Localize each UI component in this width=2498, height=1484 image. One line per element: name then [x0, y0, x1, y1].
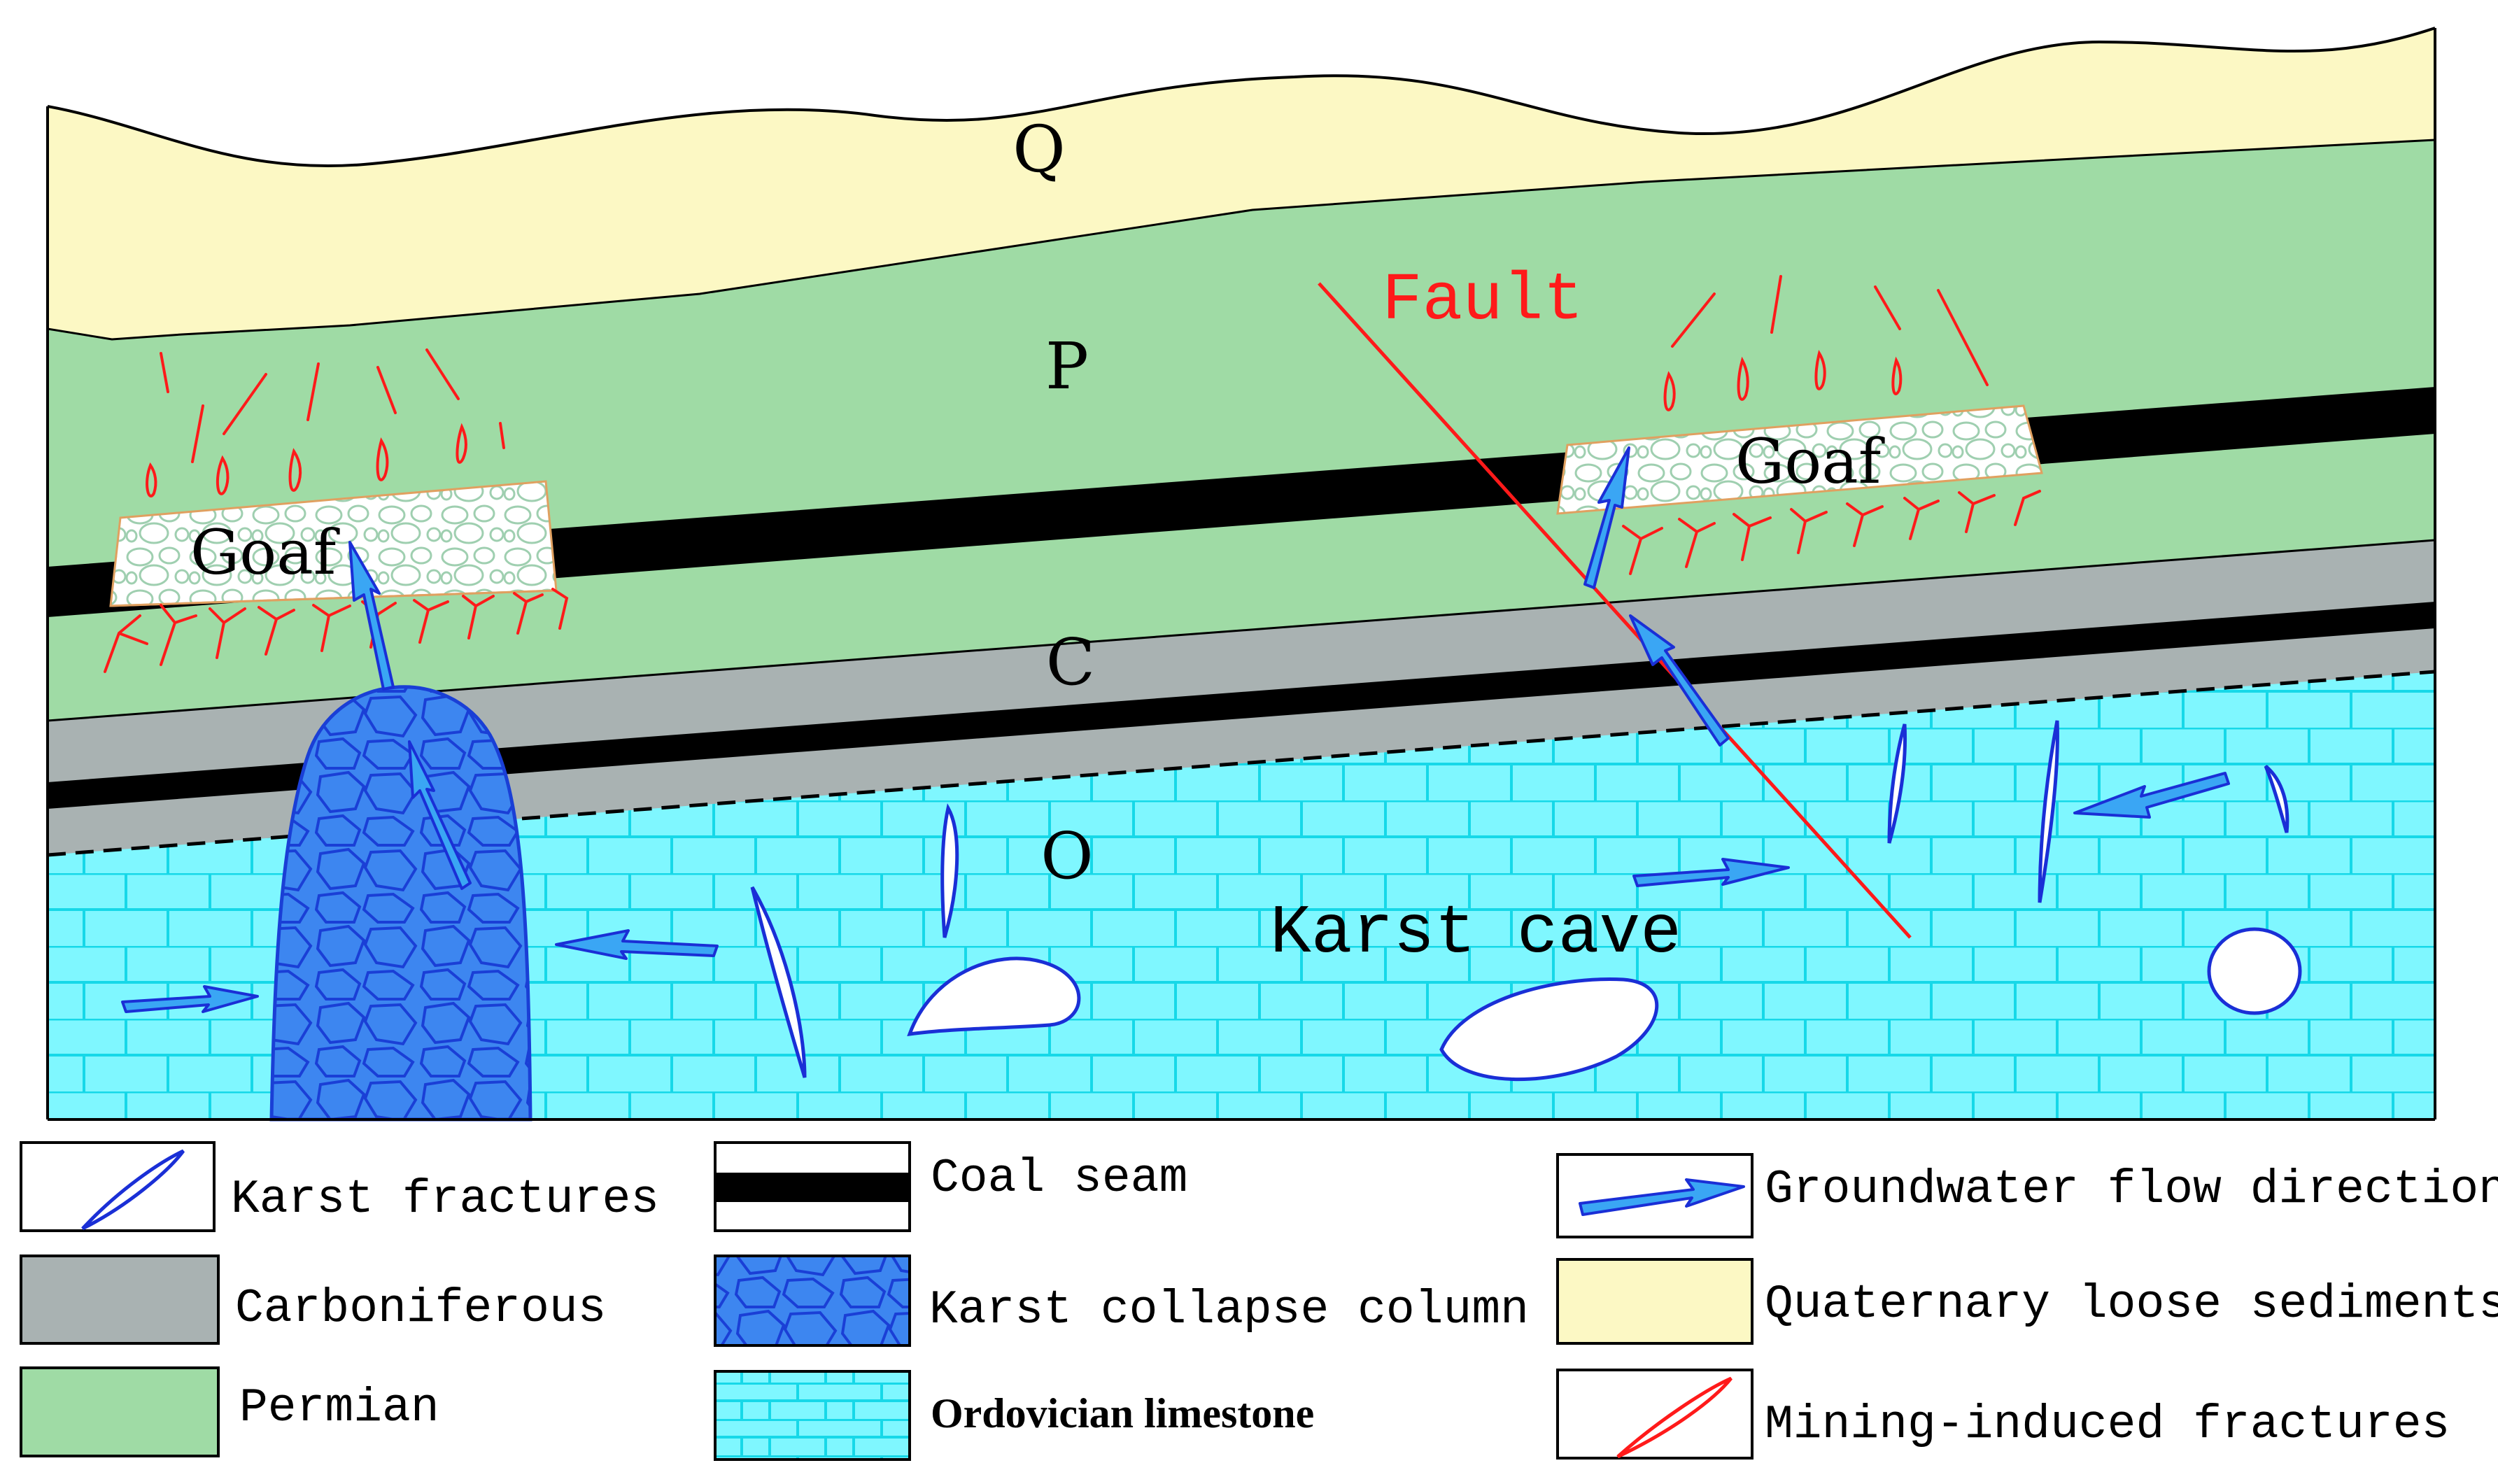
fault-line: [1318, 282, 1912, 939]
legend-label: Groundwater flow direction: [1765, 1163, 2498, 1217]
legend-label: Karst fractures: [231, 1173, 659, 1227]
label-layer-q: Q: [1012, 112, 1065, 187]
flow-arrow-icon: [1632, 858, 1790, 887]
legend-label: Mining-induced fractures: [1765, 1398, 2450, 1452]
label-fault: Fault: [1382, 262, 1583, 339]
flow-arrow-icon: [348, 541, 395, 691]
legend-karst-fractures: Karst fractures: [20, 1141, 659, 1232]
flow-arrow-icon: [555, 929, 719, 960]
label-goaf-left: Goaf: [190, 516, 340, 588]
flow-arrow-icon: [1579, 1178, 1745, 1216]
mining-fracture-icon: [1616, 1376, 1733, 1459]
mining-fractures: [104, 275, 2041, 673]
karst-fractures: [750, 720, 2289, 1078]
groundwater-flow-arrows: [121, 446, 2230, 1013]
legend-mining-fractures: Mining-induced fractures: [1556, 1369, 2450, 1460]
legend-label: Quaternary loose sediments: [1765, 1278, 2498, 1331]
quaternary-layer: [48, 28, 2435, 339]
legend-ordovician-limestone: Ordovician limestone: [714, 1370, 1314, 1461]
legend-label: Ordovician limestone: [931, 1390, 1314, 1436]
karst-collapse-column: [269, 685, 532, 1122]
goaf-right: [1556, 404, 2043, 515]
legend: Karst fractures Carboniferous Permian Co…: [20, 1141, 2498, 1461]
legend-label: Carboniferous: [235, 1282, 607, 1336]
legend-carboniferous: Carboniferous: [20, 1255, 607, 1345]
label-layer-p: P: [1045, 329, 1089, 404]
section-layers: [48, 27, 2435, 1119]
legend-label: Coal seam: [931, 1152, 1187, 1206]
karst-fracture-icon: [81, 1149, 185, 1231]
permian-layer: [48, 140, 2435, 721]
karst-caves: [907, 927, 2302, 1081]
flow-arrow-icon: [2073, 772, 2230, 819]
label-goaf-right: Goaf: [1735, 425, 1885, 497]
legend-quaternary: Quaternary loose sediments: [1556, 1258, 2498, 1345]
legend-karst-collapse-column: Karst collapse column: [714, 1255, 1529, 1347]
legend-label: Permian: [239, 1381, 439, 1435]
label-layer-c: C: [1046, 625, 1095, 700]
flow-arrow-icon: [121, 985, 259, 1013]
lower-coal-seam: [48, 602, 2435, 809]
carboniferous-layer: [48, 518, 2435, 855]
flow-arrow-icon: [1583, 446, 1630, 589]
legend-label: Karst collapse column: [929, 1283, 1529, 1337]
flow-arrow-icon: [1629, 614, 1730, 747]
legend-coal-seam: Coal seam: [714, 1141, 1187, 1232]
label-karst-cave: Karst cave: [1270, 895, 1681, 973]
label-layer-o: O: [1040, 819, 1093, 893]
legend-permian: Permian: [20, 1366, 439, 1457]
legend-groundwater-flow: Groundwater flow direction: [1556, 1153, 2498, 1238]
flow-arrow-icon: [408, 740, 472, 890]
